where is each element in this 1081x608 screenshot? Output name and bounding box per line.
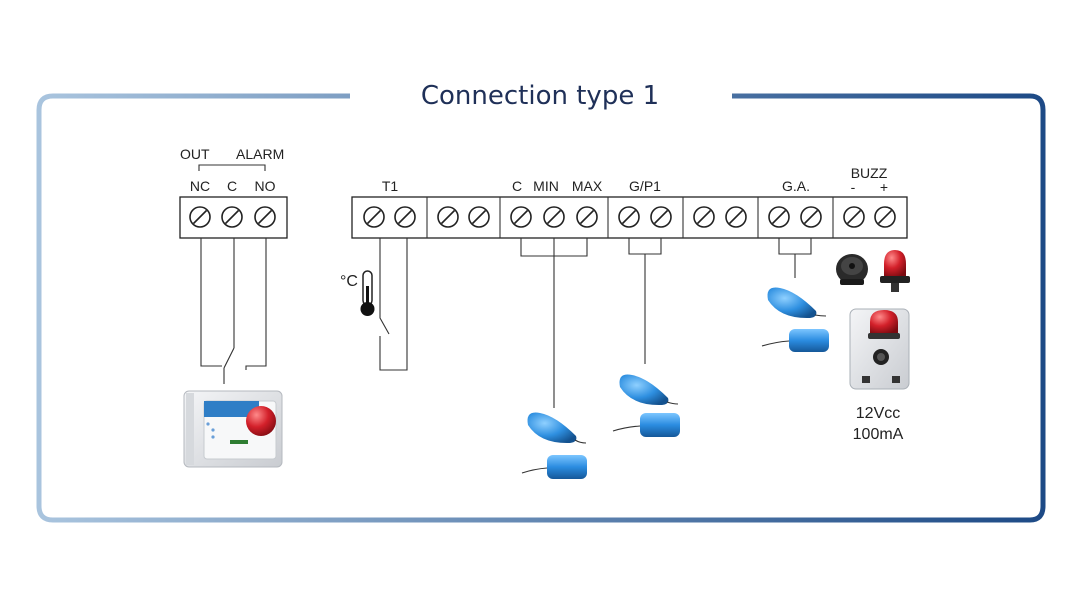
celsius-label: °C [340,273,358,290]
terminal-level-min [543,206,565,228]
terminal-t1-b [394,206,416,228]
buzz-plus-label: + [880,179,888,195]
gp1-label: G/P1 [629,178,661,194]
float-switch-level-bottom [521,455,587,479]
terminal-t1-a [363,206,385,228]
diagram-title: Connection type 1 [421,81,659,111]
out-label: OUT [180,146,210,162]
relay-terminal-nc [189,206,211,228]
terminal-spare-2b [725,206,747,228]
level-c-label: C [512,178,522,194]
float-switch-gp1-top [619,374,679,406]
terminal-gp1-a [618,206,640,228]
level-wiring [520,238,588,408]
level-max-label: MAX [572,178,603,194]
t1-wiring [379,238,408,371]
terminal-level-max [576,206,598,228]
beacon-image [880,250,910,292]
float-switch-ga-bottom [761,329,829,352]
float-switch-gp1-bottom [612,413,680,437]
buzzer-image [836,254,868,285]
thermometer-icon [360,270,375,316]
alarm-label: ALARM [236,146,284,162]
relay-terminal-c [221,206,243,228]
frame-border [36,93,1046,523]
supply-voltage-label: 12Vcc [856,405,900,422]
level-min-label: MIN [533,178,559,194]
terminal-spare-2a [693,206,715,228]
ga-label: G.A. [782,178,810,194]
gp1-wiring [628,238,662,364]
alarm-panel-image [183,390,283,468]
supply-current-label: 100mA [853,426,904,443]
float-switch-level-top [527,412,587,444]
terminal-spare-1b [468,206,490,228]
terminal-ga-a [768,206,790,228]
terminal-spare-1a [437,206,459,228]
alarm-bracket [198,164,266,171]
buzz-label: BUZZ [851,165,888,181]
float-switch-ga-top [767,287,827,319]
relay-wiring [200,238,267,384]
ga-wiring [778,238,812,278]
terminal-buzz-plus [874,206,896,228]
siren-unit-image [849,308,910,390]
relay-terminal-no [254,206,276,228]
relay-no-label: NO [255,178,276,194]
relay-nc-label: NC [190,178,210,194]
terminal-gp1-b [650,206,672,228]
terminal-ga-b [800,206,822,228]
t1-label: T1 [382,178,399,194]
terminal-buzz-minus [843,206,865,228]
buzz-minus-label: - [851,179,856,195]
relay-c-label: C [227,178,237,194]
terminal-level-c [510,206,532,228]
